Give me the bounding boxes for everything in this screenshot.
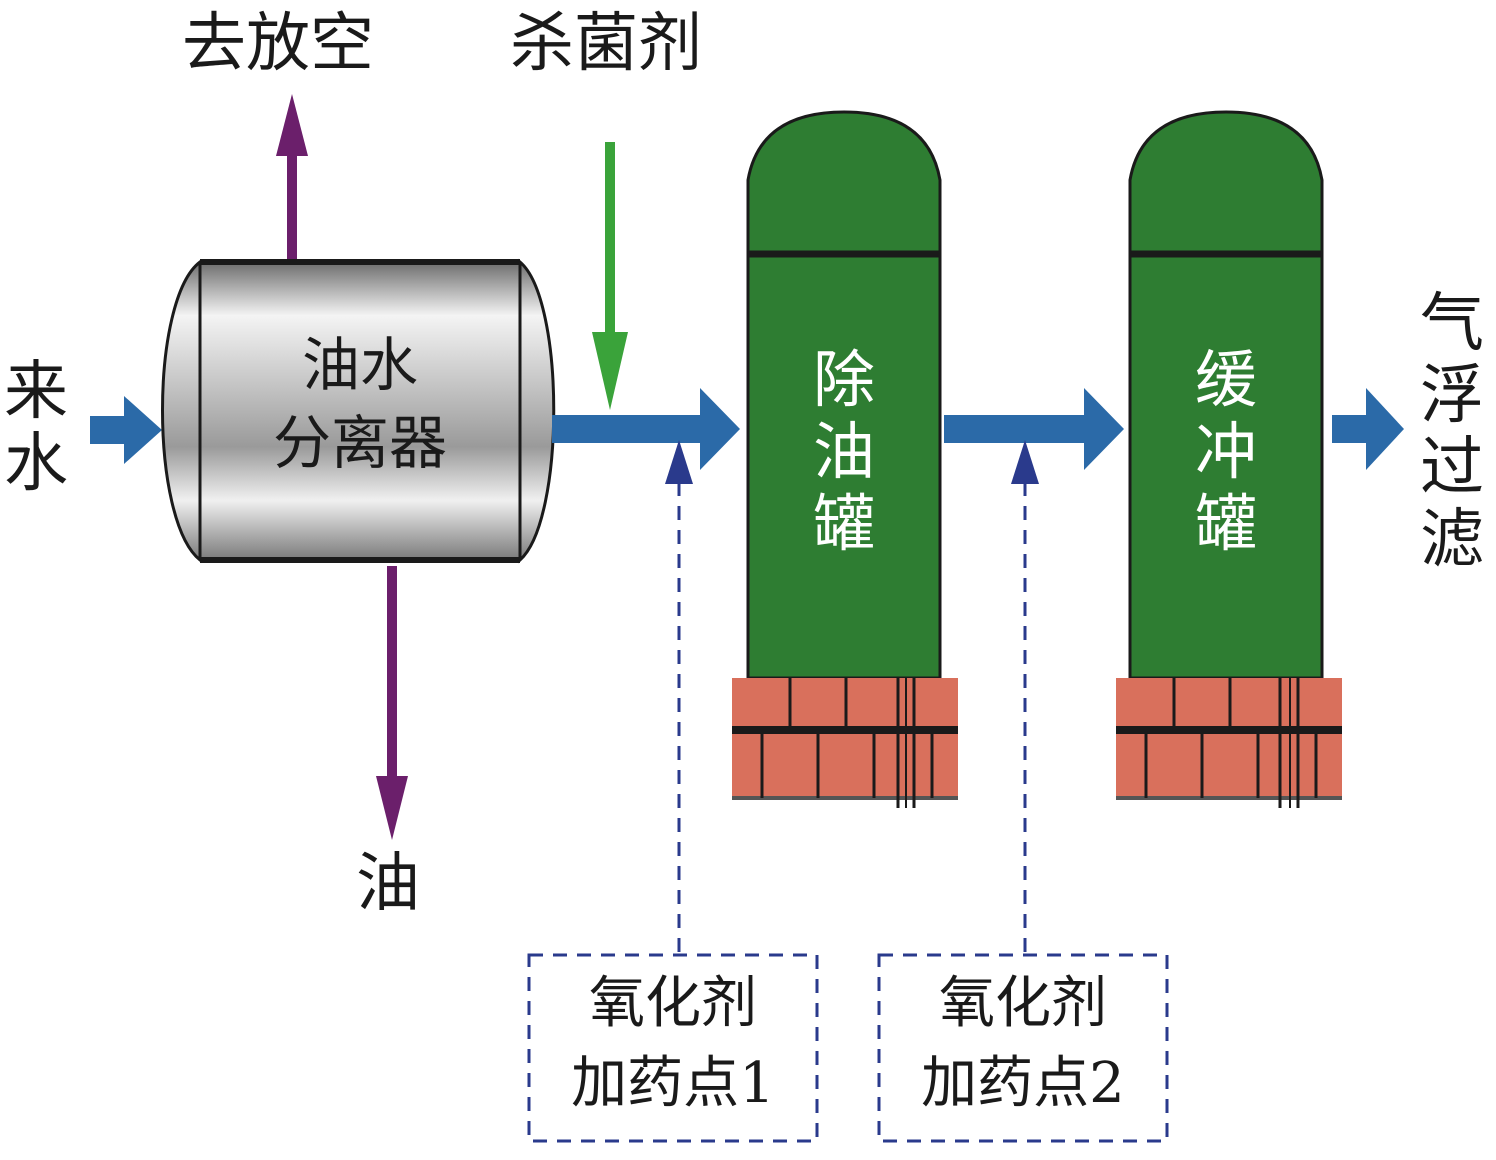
buffer-tank bbox=[1128, 110, 1324, 680]
oil-water-separator bbox=[161, 258, 556, 564]
buffer-tank-label: 缓冲罐 bbox=[1194, 343, 1257, 560]
outlet-flow-arrow bbox=[1332, 388, 1404, 470]
outlet-label: 气浮过滤 bbox=[1420, 287, 1484, 577]
dosing-point-2-box bbox=[877, 953, 1169, 1143]
inlet-label: 来水 bbox=[4, 355, 68, 501]
buffer-tank-base bbox=[1116, 678, 1342, 808]
deoil-tank-base bbox=[732, 678, 958, 808]
dosing-point-1-line2: 加药点1 bbox=[571, 1051, 775, 1116]
dosing-point-2-connector bbox=[1011, 440, 1039, 952]
deoil-tank-label: 除油罐 bbox=[812, 343, 875, 560]
dosing-point-1-box bbox=[527, 953, 819, 1143]
dosing-point-1-line1: 氧化剂 bbox=[589, 971, 757, 1036]
deoil-to-buffer-arrow bbox=[944, 388, 1124, 470]
separator-to-deoil-arrow bbox=[552, 388, 740, 470]
dosing-point-1-connector bbox=[665, 440, 693, 952]
vent-label: 去放空 bbox=[182, 7, 374, 81]
separator-label-line1: 油水 bbox=[301, 331, 418, 399]
dosing-point-2-line2: 加药点2 bbox=[921, 1051, 1125, 1116]
biocide-arrow bbox=[592, 142, 628, 410]
separator-label-line2: 分离器 bbox=[272, 409, 447, 477]
deoil-tank bbox=[746, 110, 942, 680]
inlet-flow-arrow bbox=[90, 396, 162, 464]
biocide-label: 杀菌剂 bbox=[510, 7, 702, 81]
dosing-point-2-line1: 氧化剂 bbox=[939, 971, 1107, 1036]
oil-outlet-arrow bbox=[376, 566, 408, 840]
vent-arrow bbox=[276, 94, 308, 262]
oil-outlet-label: 油 bbox=[356, 847, 420, 921]
